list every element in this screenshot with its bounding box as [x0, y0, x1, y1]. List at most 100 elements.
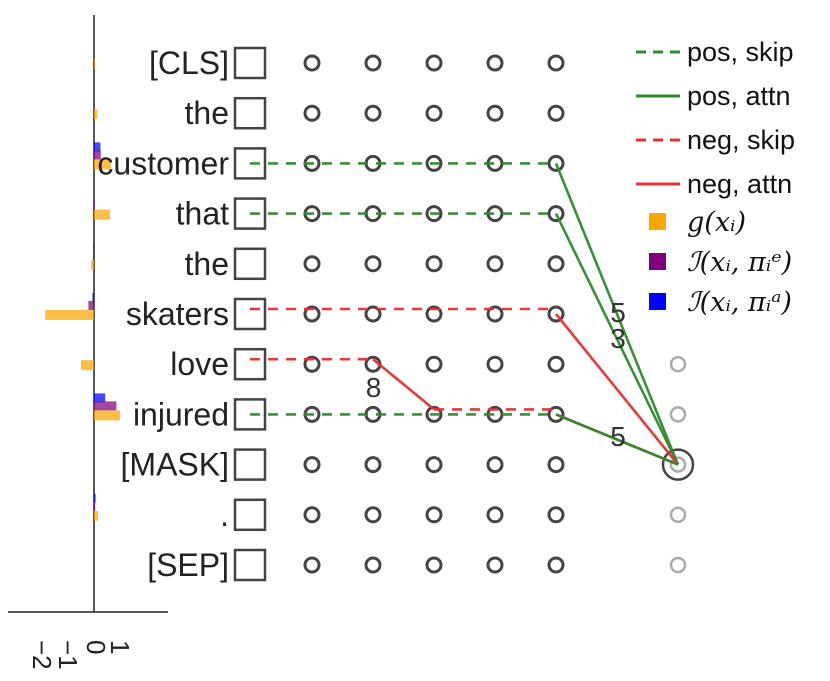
- legend-pos_attn-label: pos, attn: [687, 81, 791, 111]
- layer-node: [547, 506, 565, 524]
- legend-pos_skip-label: pos, skip: [687, 37, 794, 67]
- layer-node: [364, 506, 382, 524]
- bar-tick-label: −2: [27, 640, 57, 670]
- legend-Ia_label: ℐ(xᵢ, πᵢᵃ): [687, 287, 792, 318]
- layer-node: [303, 104, 321, 122]
- layer-node: [486, 556, 504, 574]
- layer-node: [425, 154, 443, 172]
- layer-node: [425, 456, 443, 474]
- layer-node: [364, 305, 382, 323]
- edge-weight-label: 5: [610, 421, 626, 452]
- pos-attn-edge: [555, 413, 679, 466]
- token-box: [233, 297, 267, 331]
- token-label: injured: [133, 396, 229, 432]
- pos-attn-edge: [554, 162, 680, 466]
- layer-node: [486, 506, 504, 524]
- layer-node: [547, 54, 565, 72]
- bar-I_e-9: [94, 501, 96, 511]
- layer-node: [425, 506, 443, 524]
- legend-g_label-swatch: [649, 213, 666, 230]
- edge-weight-label: 3: [610, 323, 626, 354]
- bar-g-7: [94, 410, 120, 421]
- layer-node: [303, 456, 321, 474]
- token-label: that: [176, 196, 229, 232]
- token-label: [MASK]: [121, 447, 229, 483]
- bar-tick-label: 1: [105, 640, 135, 654]
- bar-g-1: [94, 109, 98, 120]
- legend-g_label: g(xᵢ): [687, 207, 746, 238]
- layer-node: [303, 506, 321, 524]
- bar-tick-label: −1: [53, 640, 83, 670]
- token-box: [233, 197, 267, 230]
- token-box: [233, 448, 267, 481]
- layer-node: [303, 556, 321, 574]
- layer-node: [547, 355, 565, 373]
- token-label: .: [220, 497, 229, 533]
- layer-node: [547, 205, 565, 223]
- legend-Ia_label-swatch: [649, 293, 666, 310]
- bar-g-6: [80, 360, 94, 371]
- edge-weight-label: 5: [610, 297, 626, 328]
- output-node: [669, 355, 687, 373]
- token-label: [SEP]: [147, 547, 229, 583]
- layer-node: [486, 355, 504, 373]
- token-label: customer: [97, 145, 229, 181]
- bar-I_e-2: [94, 150, 101, 160]
- edge-weight-label: 8: [366, 372, 382, 403]
- target-node-highlight: [661, 448, 695, 481]
- layer-node: [425, 405, 443, 423]
- layer-node: [425, 54, 443, 72]
- layer-node: [547, 255, 565, 273]
- layer-node: [425, 255, 443, 273]
- layer-node: [303, 355, 321, 373]
- token-box: [233, 247, 267, 281]
- bar-I_e-5: [88, 301, 94, 310]
- layer-node: [547, 556, 565, 574]
- output-node: [669, 506, 687, 524]
- token-label: [CLS]: [149, 45, 229, 81]
- token-label: the: [185, 246, 229, 282]
- layer-node: [486, 104, 504, 122]
- neg-attn-edge: [372, 358, 435, 411]
- layer-node: [364, 54, 382, 72]
- layer-node: [303, 305, 321, 323]
- layer-node: [486, 255, 504, 273]
- bar-I_a-9: [94, 493, 96, 503]
- bar-I_e-3: [94, 200, 95, 210]
- bar-I_a-4: [93, 242, 94, 252]
- layer-node: [364, 255, 382, 273]
- layer-node: [486, 54, 504, 72]
- bar-g-2: [94, 159, 111, 170]
- token-box: [233, 398, 267, 431]
- bar-I_e-7: [94, 401, 117, 411]
- layer-node: [425, 205, 443, 223]
- layer-node: [547, 456, 565, 474]
- legend-Ie_label-swatch: [649, 253, 666, 270]
- layer-node: [303, 255, 321, 273]
- output-node: [669, 456, 687, 473]
- bar-g-0: [94, 59, 96, 69]
- bar-I_a-5: [92, 293, 94, 302]
- layer-node: [547, 154, 565, 172]
- token-box: [233, 46, 267, 80]
- neg-attn-edge: [554, 313, 680, 466]
- bar-g-9: [94, 510, 98, 521]
- output-node: [669, 406, 687, 423]
- token-box: [233, 147, 267, 180]
- bar-I_a-7: [94, 393, 106, 403]
- bar-tick-label: 0: [81, 640, 111, 654]
- legend-Ie_label: ℐ(xᵢ, πᵢᵉ): [687, 247, 792, 278]
- legend-neg_skip-label: neg, skip: [687, 125, 795, 155]
- token-label: the: [185, 95, 229, 131]
- token-box: [233, 548, 267, 582]
- layer-node: [425, 355, 443, 373]
- token-label: skaters: [126, 296, 229, 332]
- bar-I_a-2: [94, 142, 101, 152]
- layer-node: [425, 305, 443, 323]
- bar-g-3: [94, 209, 110, 220]
- pos-attn-edge: [554, 213, 680, 466]
- layer-node: [547, 305, 565, 323]
- legend-neg_attn-label: neg, attn: [687, 169, 792, 199]
- layer-node: [364, 556, 382, 574]
